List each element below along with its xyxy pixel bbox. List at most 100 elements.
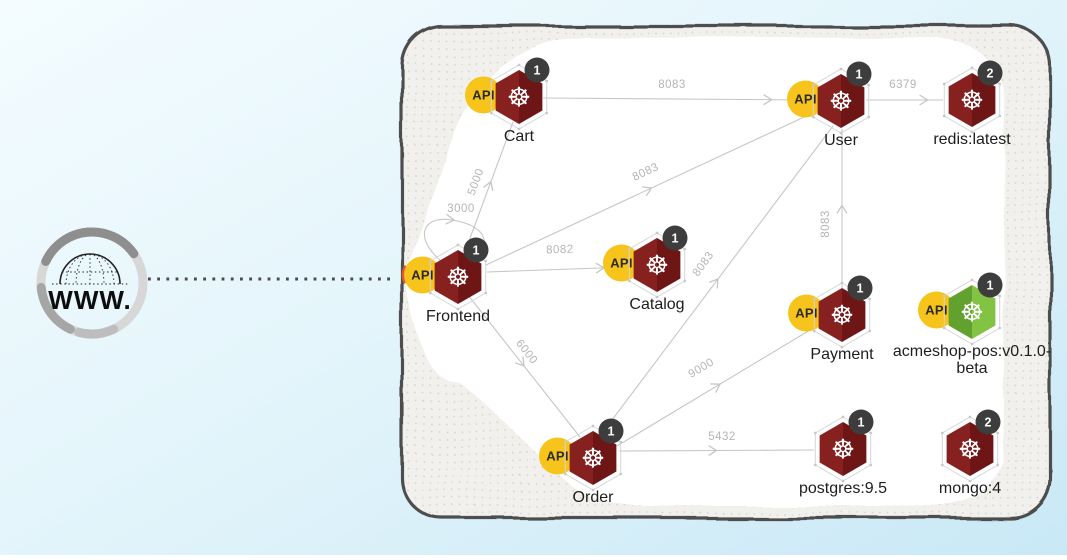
api-badge-label: API — [925, 303, 948, 318]
outline-handle-dot — [517, 127, 521, 131]
outline-handle-dot — [456, 243, 460, 247]
outline-handle-dot — [840, 281, 844, 285]
edge-arrowhead — [708, 278, 719, 289]
edge-cart-user: 8083 — [542, 79, 813, 106]
outline-handle-dot — [517, 63, 521, 67]
api-badge-label: API — [411, 268, 434, 283]
outline-handle-dot — [840, 345, 844, 349]
outline-handle-dot — [942, 294, 946, 298]
kubernetes-icon: ☸ — [831, 435, 855, 465]
instance-count-badge — [977, 272, 1003, 298]
node-label: postgres:9.5 — [799, 480, 887, 497]
kubernetes-hexagon — [434, 250, 482, 304]
instance-count: 2 — [987, 67, 994, 81]
api-badge — [918, 291, 955, 329]
outline-handle-dot — [970, 66, 974, 70]
outline-handle-dot — [942, 326, 946, 330]
outline-handle-dot — [484, 291, 488, 295]
kubernetes-icon: ☸ — [645, 251, 669, 281]
outline-handle-dot — [627, 279, 631, 283]
node-postgres[interactable]: ☸1 postgres:9.5 — [799, 409, 887, 498]
outline-handle-dot — [812, 329, 816, 333]
api-badge-label: API — [794, 92, 817, 107]
outline-handle-dot — [869, 431, 873, 435]
internet-ring-segment — [74, 324, 119, 339]
outline-handle-dot — [942, 114, 946, 118]
edge-arrowhead — [642, 186, 653, 197]
outline-handle-dot — [998, 114, 1002, 118]
node-label: Frontend — [426, 308, 490, 325]
edge-arrowhead — [919, 94, 929, 106]
kubernetes-icon: ☸ — [581, 444, 605, 474]
outline-handle-dot — [841, 415, 845, 419]
outline-handle-dot — [563, 440, 567, 444]
api-badge — [603, 244, 640, 282]
kubernetes-hexagon — [948, 73, 996, 127]
outline-handle-dot — [940, 463, 944, 467]
outline-handle-dot — [428, 259, 432, 263]
outline-handle-dot — [970, 278, 974, 282]
outline-handle-dot — [813, 431, 817, 435]
instance-count: 1 — [987, 279, 994, 293]
outline-handle-dot — [545, 79, 549, 83]
outline-handle-dot — [655, 295, 659, 299]
outline-handle-dot — [998, 294, 1002, 298]
kubernetes-icon: ☸ — [960, 86, 984, 116]
edge-port-label: 8083 — [658, 79, 686, 91]
outline-handle-dot — [428, 291, 432, 295]
kubernetes-hexagon — [946, 422, 994, 476]
outline-handle-dot — [998, 82, 1002, 86]
outline-handle-dot — [942, 82, 946, 86]
node-label: redis:latest — [933, 131, 1011, 148]
outline-handle-dot — [456, 307, 460, 311]
outline-handle-dot — [968, 415, 972, 419]
edge-order-postgres: 5432 — [618, 431, 815, 457]
outline-handle-dot — [811, 115, 815, 119]
outline-handle-dot — [841, 479, 845, 483]
kubernetes-icon: ☸ — [830, 301, 854, 331]
internet-icon[interactable]: WWW. — [36, 227, 148, 339]
instance-count-badge — [524, 57, 550, 83]
edge-arrowhead — [763, 94, 773, 106]
edge-port-label: 8083 — [820, 210, 832, 238]
node-redis[interactable]: ☸2 redis:latest — [933, 60, 1011, 149]
edge-arrowhead — [836, 204, 848, 214]
outline-handle-dot — [811, 83, 815, 87]
outline-handle-dot — [970, 342, 974, 346]
api-badge-label: API — [472, 88, 495, 103]
kubernetes-hexagon — [818, 288, 866, 342]
outline-handle-dot — [970, 130, 974, 134]
edge-port-label: 8082 — [546, 244, 574, 257]
edge-arrowhead — [514, 356, 525, 367]
edge-line — [542, 97, 813, 101]
edge-line — [616, 326, 816, 447]
outline-handle-dot — [868, 329, 872, 333]
instance-count: 1 — [473, 244, 480, 258]
edge-arrowhead — [483, 180, 494, 192]
instance-count: 2 — [985, 416, 992, 430]
outline-handle-dot — [655, 231, 659, 235]
api-badge-label: API — [546, 449, 569, 464]
outline-handle-dot — [867, 115, 871, 119]
outline-handle-dot — [683, 279, 687, 283]
kubernetes-icon: ☸ — [446, 263, 470, 293]
edge-payment-user: 8083 — [820, 129, 848, 288]
outline-handle-dot — [867, 83, 871, 87]
edge-port-label: 6379 — [889, 79, 917, 91]
instance-count-badge — [598, 418, 624, 444]
outline-handle-dot — [868, 297, 872, 301]
outline-handle-dot — [591, 424, 595, 428]
api-badge — [539, 437, 576, 475]
instance-count: 1 — [858, 416, 865, 430]
api-badge — [788, 294, 825, 332]
cluster-boundary[interactable] — [400, 24, 1052, 520]
